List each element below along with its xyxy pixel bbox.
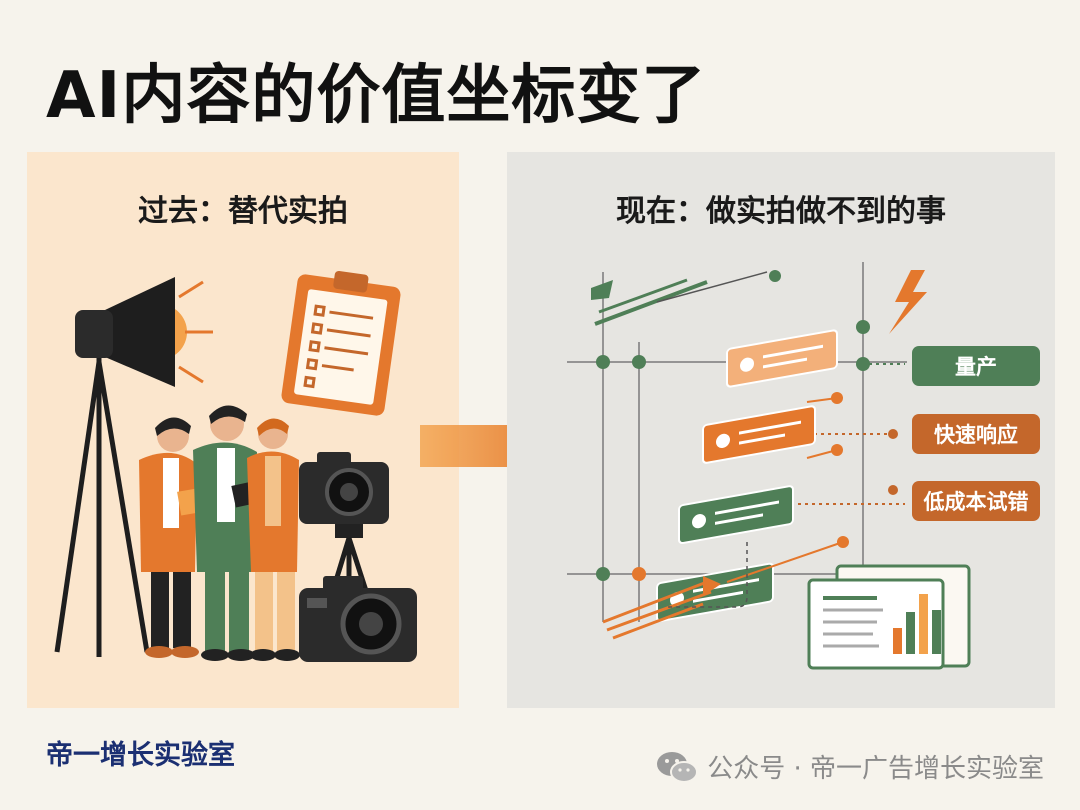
clipboard-icon xyxy=(281,271,401,416)
speed-arrow-icon xyxy=(602,576,721,640)
wechat-account-label: 公众号 · 帝一广告增长实验室 xyxy=(707,754,1044,784)
past-panel: 过去：替代实拍 xyxy=(27,152,459,708)
brand-name: 帝一增长实验室 xyxy=(46,740,235,771)
dashboard-chart-icon xyxy=(807,564,971,670)
past-heading: 过去：替代实拍 xyxy=(138,194,348,229)
present-heading: 现在：做实拍做不到的事 xyxy=(616,194,946,229)
speed-lines-icon xyxy=(591,271,768,326)
wechat-account: 公众号 · 帝一广告增长实验室 xyxy=(655,748,1044,785)
tag-mass-production: 量产 xyxy=(912,346,1040,386)
wechat-icon xyxy=(657,751,699,783)
team-people-icon xyxy=(139,405,300,661)
content-flow-diagram xyxy=(567,262,971,670)
present-panel: 现在：做实拍做不到的事 xyxy=(507,152,1055,708)
page-title: AI内容的价值坐标变了 xyxy=(46,59,707,133)
camera-icon xyxy=(299,576,417,662)
studio-light-icon xyxy=(54,277,213,657)
photo-shoot-illustration xyxy=(54,271,417,662)
content-cards xyxy=(656,329,838,622)
tag-low-cost-trial: 低成本试错 xyxy=(912,481,1040,521)
lightning-icon xyxy=(889,270,927,334)
tag-fast-response: 快速响应 xyxy=(912,414,1040,454)
